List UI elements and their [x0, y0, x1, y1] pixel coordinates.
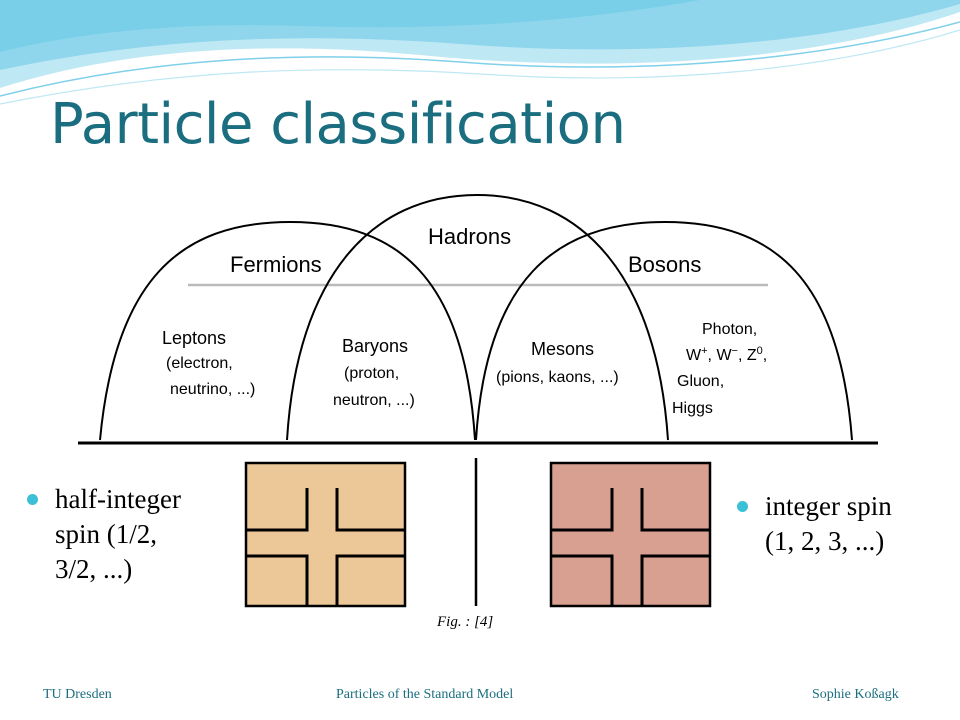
header-wave-decoration [0, 0, 960, 105]
bullet-line: spin (1/2, [55, 519, 158, 549]
slide-title: Particle classification [50, 92, 626, 157]
baryons-line1: (proton, [344, 365, 399, 382]
baryons-line2: neutron, ...) [333, 392, 415, 409]
footer-presentation-title: Particles of the Standard Model [336, 687, 514, 702]
bullet-line: 3/2, ...) [55, 554, 133, 584]
figure-caption: Fig. : [4] [437, 614, 494, 630]
leptons-heading: Leptons [162, 328, 226, 348]
bullet-line: half-integer [55, 484, 181, 514]
mesons-line1: (pions, kaons, ...) [496, 369, 619, 386]
baryons-heading: Baryons [342, 336, 408, 356]
hadrons-label: Hadrons [428, 224, 511, 249]
mesons-heading: Mesons [531, 339, 594, 359]
hadrons-arch [286, 193, 669, 441]
footer-institution: TU Dresden [43, 687, 112, 702]
footer-author: Sophie Koßagk [812, 687, 899, 702]
gauge-line2: W+, W−, Z0, [686, 345, 767, 364]
bullet-dot-icon [737, 501, 748, 512]
bosons-arch [475, 220, 853, 441]
half-integer-spin-bullet: half-integer spin (1/2, 3/2, ...) [27, 482, 230, 587]
fermions-label: Fermions [230, 252, 322, 277]
gauge-line3: Gluon, [677, 373, 724, 390]
leptons-line1: (electron, [166, 355, 233, 372]
leptons-line2: neutrino, ...) [170, 381, 255, 398]
boson-spin-block [549, 461, 712, 608]
gauge-line4: Higgs [672, 400, 713, 417]
fermions-arch [99, 220, 476, 441]
bullet-line: (1, 2, 3, ...) [765, 526, 885, 556]
bullet-dot-icon [27, 494, 38, 505]
integer-spin-bullet: integer spin (1, 2, 3, ...) [737, 489, 955, 559]
bullet-line: integer spin [765, 491, 892, 521]
gauge-line1: Photon, [702, 321, 757, 338]
bosons-label: Bosons [628, 252, 701, 277]
fermion-spin-block [244, 461, 407, 608]
